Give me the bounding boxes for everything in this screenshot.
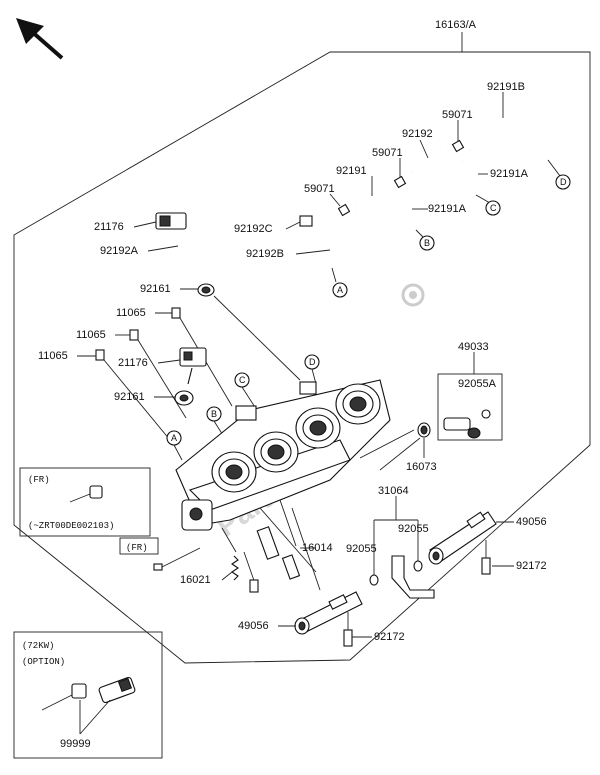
label-99999: 99999: [60, 738, 91, 750]
option-line2: (OPTION): [22, 657, 65, 667]
throttle-bore-3: [295, 407, 341, 449]
label-11065-3: 11065: [38, 350, 68, 362]
watermark-gear-icon: [401, 283, 425, 307]
label-21176-top: 21176: [94, 221, 124, 233]
label-92172-right: 92172: [516, 560, 547, 572]
label-92055a: 92055A: [458, 378, 497, 390]
injector-box-49033: [359, 352, 503, 471]
svg-text:(FR): (FR): [126, 543, 148, 553]
label-49056-left: 49056: [238, 620, 269, 632]
throttle-bore-1: [211, 451, 257, 493]
label-92191a-mid: 92191A: [428, 203, 467, 215]
sensor-mid-assembly: [174, 347, 207, 406]
throttle-bore-4: [335, 383, 381, 425]
svg-text:D: D: [309, 357, 316, 367]
spring-set-16021: [221, 527, 259, 593]
svg-text:A: A: [337, 285, 343, 295]
label-92161-mid: 92161: [114, 391, 145, 403]
callout-d-mid: D: [304, 354, 320, 385]
label-92191a-right: 92191A: [490, 168, 529, 180]
svg-text:D: D: [560, 177, 567, 187]
fr-note-box: (FR) (~ZRT00DE002103): [19, 467, 151, 537]
svg-text:B: B: [424, 238, 430, 248]
vacuum-hoses: [299, 117, 549, 269]
label-59071-2: 59071: [372, 147, 403, 159]
label-31064: 31064: [378, 485, 409, 497]
svg-text:C: C: [490, 203, 497, 213]
callout-a-mid: A: [166, 430, 183, 461]
label-21176-mid: 21176: [118, 357, 148, 369]
fuel-pipe-31064: [369, 496, 435, 599]
label-11065-1: 11065: [116, 307, 146, 319]
label-16073: 16073: [406, 461, 437, 473]
label-92161-top: 92161: [140, 283, 171, 295]
label-49033: 49033: [458, 341, 489, 353]
callout-d-top: D: [547, 159, 571, 190]
label-92191: 92191: [336, 165, 367, 177]
callout-c-top: C: [475, 194, 501, 216]
label-11065-2: 11065: [76, 329, 106, 341]
label-92055-1: 92055: [346, 543, 377, 555]
label-16021: 16021: [180, 574, 211, 586]
callout-a-top: A: [331, 267, 348, 298]
fr-box-title: (FR): [28, 475, 50, 485]
label-92055-2: 92055: [398, 523, 429, 535]
callout-b-top: B: [415, 229, 435, 251]
label-16163a: 16163/A: [435, 19, 477, 31]
assembly-boundary: [13, 51, 591, 664]
label-16014: 16014: [302, 542, 333, 554]
throttle-sensor-16014: [256, 499, 317, 580]
label-59071-3: 59071: [304, 183, 335, 195]
front-direction-arrow-icon: [16, 18, 64, 60]
delivery-pipe-right: [428, 511, 497, 575]
label-92172-left: 92172: [374, 631, 405, 643]
option-note-box: (72KW) (OPTION): [13, 631, 163, 759]
label-92192b: 92192B: [246, 248, 284, 260]
svg-text:A: A: [171, 433, 177, 443]
fr-box-code: (~ZRT00DE002103): [28, 521, 114, 531]
label-92192: 92192: [402, 128, 433, 140]
svg-text:C: C: [239, 375, 246, 385]
delivery-pipe-left: [291, 507, 363, 647]
sensor-top-assembly: [155, 212, 215, 297]
option-line1: (72KW): [22, 641, 54, 651]
throttle-body: [175, 379, 391, 531]
label-92191b: 92191B: [487, 81, 525, 93]
label-92192a: 92192A: [100, 245, 139, 257]
label-59071-1: 59071: [442, 109, 473, 121]
label-49056-right: 49056: [516, 516, 547, 528]
fr-small-note: (FR): [119, 537, 201, 571]
throttle-bore-2: [253, 431, 299, 473]
svg-text:B: B: [211, 409, 217, 419]
label-92192c: 92192C: [234, 223, 273, 235]
